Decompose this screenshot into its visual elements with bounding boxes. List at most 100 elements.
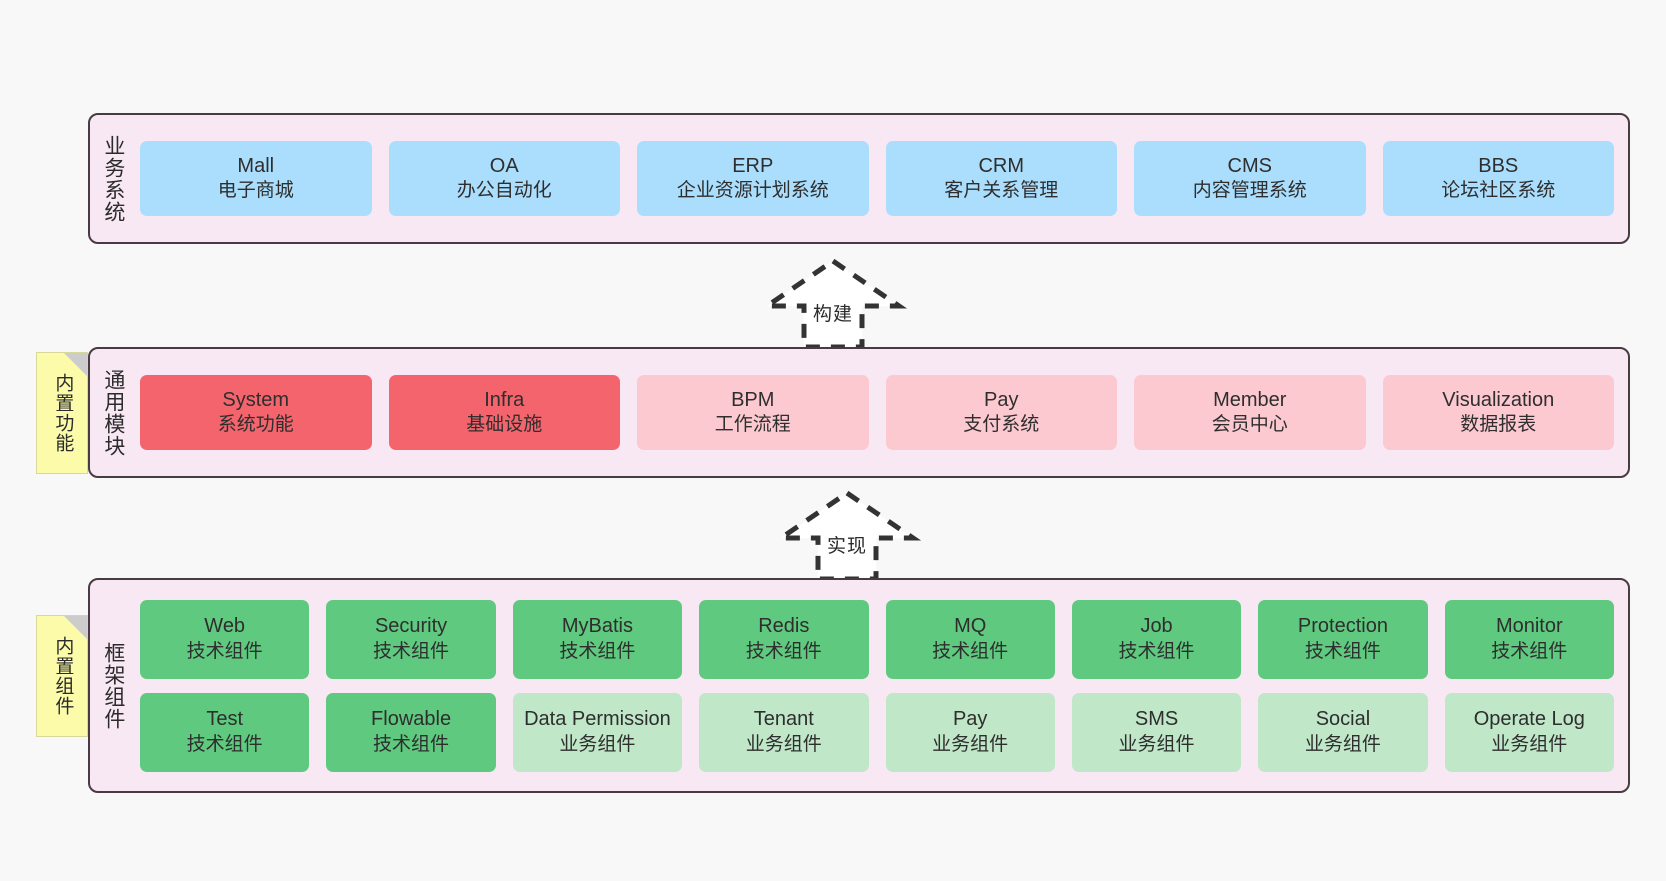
card-visualization[interactable]: Visualization 数据报表 [1382,375,1614,450]
card-oa[interactable]: OA 办公自动化 [388,141,620,216]
card-data-permission-name: Data Permission [524,708,671,731]
card-infra[interactable]: Infra 基础设施 [388,375,620,450]
card-web-sub: 技术组件 [186,640,263,662]
card-web[interactable]: Web 技术组件 [140,599,310,679]
card-job-name: Job [1140,615,1173,638]
card-erp-sub: 企业资源计划系统 [676,180,829,202]
card-sms-name: SMS [1134,708,1179,731]
card-job[interactable]: Job 技术组件 [1071,599,1242,679]
card-mybatis-sub: 技术组件 [559,640,636,662]
card-sms-sub: 业务组件 [1118,733,1195,755]
card-infra-name: Infra [484,388,525,411]
card-security-sub: 技术组件 [373,640,450,662]
card-erp-name: ERP [732,154,774,177]
layer-business-system-title: 业务系统 [101,134,125,223]
card-protection[interactable]: Protection 技术组件 [1258,599,1428,679]
card-data-permission[interactable]: Data Permission 业务组件 [512,692,683,772]
card-test-name: Test [206,708,244,731]
card-pay-component-sub: 业务组件 [932,733,1009,755]
card-mall-sub: 电子商城 [217,180,294,202]
card-monitor[interactable]: Monitor 技术组件 [1444,599,1614,679]
card-operate-log-sub: 业务组件 [1491,733,1568,755]
card-social-name: Social [1315,708,1371,731]
card-member[interactable]: Member 会员中心 [1134,375,1366,450]
card-tenant-name: Tenant [753,708,814,731]
card-erp[interactable]: ERP 企业资源计划系统 [637,141,869,216]
card-job-sub: 技术组件 [1118,640,1195,662]
card-system-name: System [222,388,290,411]
card-pay-component[interactable]: Pay 业务组件 [885,692,1055,772]
card-operate-log[interactable]: Operate Log 业务组件 [1444,692,1614,772]
card-mybatis[interactable]: MyBatis 技术组件 [512,599,683,679]
layer-common-module-title: 通用模块 [101,368,125,457]
framework-row-2: Test 技术组件 Flowable 技术组件 Data Permission … [140,692,1614,772]
card-flowable-sub: 技术组件 [373,733,450,755]
card-oa-name: OA [489,154,519,177]
card-visualization-name: Visualization [1442,388,1555,411]
business-row: Mall 电子商城 OA 办公自动化 ERP 企业资源计划系统 CRM 客户关系… [140,141,1614,216]
layer-common-module-body: System 系统功能 Infra 基础设施 BPM 工作流程 Pay 支付系统… [136,349,1628,476]
sticky-note-builtin-components-label: 内置组件 [52,636,74,716]
sticky-note-builtin-components: 内置组件 [36,615,88,737]
card-cms-sub: 内容管理系统 [1192,180,1307,202]
card-crm[interactable]: CRM 客户关系管理 [885,141,1117,216]
card-tenant-sub: 业务组件 [745,733,822,755]
card-cms-name: CMS [1227,154,1272,177]
sticky-fold-icon [64,353,87,376]
layer-framework-components-title: 框架组件 [101,641,125,730]
card-flowable-name: Flowable [371,708,452,731]
card-sms[interactable]: SMS 业务组件 [1071,692,1242,772]
card-monitor-name: Monitor [1495,615,1563,638]
card-mq-sub: 技术组件 [932,640,1009,662]
card-flowable[interactable]: Flowable 技术组件 [326,692,496,772]
sticky-note-builtin-features-label: 内置功能 [52,373,74,453]
card-mq[interactable]: MQ 技术组件 [885,599,1055,679]
layer-framework-components-body: Web 技术组件 Security 技术组件 MyBatis 技术组件 Redi… [136,580,1628,791]
common-row: System 系统功能 Infra 基础设施 BPM 工作流程 Pay 支付系统… [140,375,1614,450]
card-monitor-sub: 技术组件 [1491,640,1568,662]
card-redis[interactable]: Redis 技术组件 [699,599,869,679]
sticky-note-builtin-features: 内置功能 [36,352,88,474]
card-protection-sub: 技术组件 [1304,640,1381,662]
card-bpm-name: BPM [731,388,775,411]
card-web-name: Web [204,615,246,638]
card-pay-module[interactable]: Pay 支付系统 [885,375,1117,450]
card-test[interactable]: Test 技术组件 [140,692,310,772]
card-system-sub: 系统功能 [217,414,294,436]
card-crm-sub: 客户关系管理 [944,180,1059,202]
arrow-build-label: 构建 [812,304,853,325]
card-mall-name: Mall [237,154,275,177]
card-social-sub: 业务组件 [1304,733,1381,755]
layer-framework-components: 框架组件 Web 技术组件 Security 技术组件 MyBatis 技术组件… [88,578,1630,793]
card-mall[interactable]: Mall 电子商城 [140,141,372,216]
card-oa-sub: 办公自动化 [456,180,552,202]
layer-business-system-body: Mall 电子商城 OA 办公自动化 ERP 企业资源计划系统 CRM 客户关系… [136,115,1628,242]
card-redis-sub: 技术组件 [745,640,822,662]
card-member-sub: 会员中心 [1211,414,1288,436]
card-pay-module-sub: 支付系统 [963,414,1040,436]
arrow-implement: 实现 [772,489,922,582]
arrow-build: 构建 [758,257,908,350]
card-bbs-name: BBS [1478,154,1519,177]
card-security[interactable]: Security 技术组件 [326,599,496,679]
layer-common-module: 通用模块 System 系统功能 Infra 基础设施 BPM 工作流程 Pay… [88,347,1630,478]
framework-row-1: Web 技术组件 Security 技术组件 MyBatis 技术组件 Redi… [140,599,1614,679]
card-cms[interactable]: CMS 内容管理系统 [1134,141,1366,216]
card-pay-component-name: Pay [952,708,988,731]
card-infra-sub: 基础设施 [466,414,543,436]
card-operate-log-name: Operate Log [1473,708,1585,731]
card-redis-name: Redis [758,615,810,638]
card-bpm[interactable]: BPM 工作流程 [637,375,869,450]
card-pay-module-name: Pay [984,388,1019,411]
card-member-name: Member [1213,388,1287,411]
card-mq-name: MQ [954,615,987,638]
card-social[interactable]: Social 业务组件 [1258,692,1428,772]
card-system[interactable]: System 系统功能 [140,375,372,450]
card-tenant[interactable]: Tenant 业务组件 [699,692,869,772]
card-bbs[interactable]: BBS 论坛社区系统 [1382,141,1614,216]
card-test-sub: 技术组件 [186,733,263,755]
sticky-fold-icon [64,616,87,639]
card-crm-name: CRM [978,154,1025,177]
card-protection-name: Protection [1297,615,1388,638]
